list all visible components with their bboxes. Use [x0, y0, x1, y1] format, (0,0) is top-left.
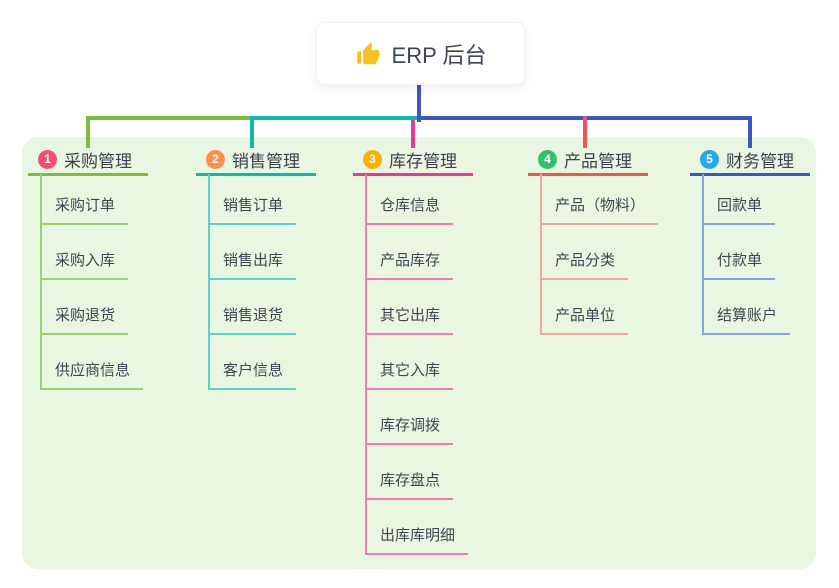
branch-title-node[interactable]: 1 采购管理 — [28, 145, 148, 176]
branch-title-node[interactable]: 2 销售管理 — [196, 145, 316, 176]
branch-label: 产品管理 — [564, 151, 632, 171]
mindmap-node[interactable]: 产品库存 — [365, 225, 454, 280]
branch-1: 1 采购管理采购订单采购入库采购退货供应商信息 — [28, 145, 148, 390]
thumbs-up-icon — [355, 40, 382, 67]
branch-label: 采购管理 — [64, 151, 132, 171]
connector-drop-inventory — [411, 120, 415, 148]
branch-items: 销售订单销售出库销售退货客户信息 — [208, 170, 297, 390]
connector-drop-sales — [250, 116, 254, 148]
branch-label: 库存管理 — [389, 151, 457, 171]
branch-items-line — [702, 174, 704, 335]
mindmap-node[interactable]: 其它出库 — [365, 280, 454, 335]
branches-panel — [22, 137, 816, 569]
mindmap-node[interactable]: 采购退货 — [40, 280, 129, 335]
branch-label: 财务管理 — [726, 151, 794, 171]
mindmap-node[interactable]: 其它入库 — [365, 335, 454, 390]
mindmap-node[interactable]: 产品单位 — [540, 280, 629, 335]
branch-number-badge: 5 — [700, 149, 719, 169]
mindmap-node[interactable]: 出库库明细 — [365, 500, 469, 555]
branch-5: 5 财务管理回款单付款单结算账户 — [690, 145, 810, 335]
branch-items-line — [540, 174, 542, 335]
mindmap-node[interactable]: 产品分类 — [540, 225, 629, 280]
branch-items: 采购订单采购入库采购退货供应商信息 — [40, 170, 144, 390]
branch-title-node[interactable]: 3 库存管理 — [353, 145, 473, 176]
mindmap-node[interactable]: 销售订单 — [208, 170, 297, 225]
connector-drop-product — [583, 116, 587, 148]
root-label: ERP 后台 — [391, 42, 487, 68]
mindmap-node[interactable]: 回款单 — [702, 170, 776, 225]
branch-items: 产品（物料）产品分类产品单位 — [540, 170, 659, 335]
branch-4: 4 产品管理产品（物料）产品分类产品单位 — [528, 145, 659, 335]
mindmap-node[interactable]: 供应商信息 — [40, 335, 144, 390]
branch-title-node[interactable]: 5 财务管理 — [690, 145, 810, 176]
mindmap-node[interactable]: 仓库信息 — [365, 170, 454, 225]
branch-number-badge: 3 — [363, 149, 382, 169]
branch-items-line — [40, 174, 42, 390]
branch-label: 销售管理 — [232, 151, 300, 171]
mindmap-node[interactable]: 销售出库 — [208, 225, 297, 280]
branch-2: 2 销售管理销售订单销售出库销售退货客户信息 — [196, 145, 316, 390]
connector-bus-mid — [250, 116, 421, 120]
mindmap-node[interactable]: 结算账户 — [702, 280, 791, 335]
branch-number-badge: 4 — [538, 149, 557, 169]
branch-items: 仓库信息产品库存其它出库其它入库库存调拨库存盘点出库库明细 — [365, 170, 469, 555]
mindmap-node[interactable]: 产品（物料） — [540, 170, 659, 225]
mindmap-node[interactable]: 采购订单 — [40, 170, 129, 225]
mindmap-node[interactable]: 付款单 — [702, 225, 776, 280]
branch-number-badge: 2 — [206, 149, 225, 169]
connector-root-stem — [417, 83, 421, 122]
branch-title-node[interactable]: 4 产品管理 — [528, 145, 648, 176]
mindmap-node[interactable]: 销售退货 — [208, 280, 297, 335]
root-node[interactable]: ERP 后台 — [316, 22, 525, 85]
branch-number-badge: 1 — [38, 149, 57, 169]
branch-items: 回款单付款单结算账户 — [702, 170, 791, 335]
branch-3: 3 库存管理仓库信息产品库存其它出库其它入库库存调拨库存盘点出库库明细 — [353, 145, 473, 555]
connector-drop-purchase — [86, 116, 90, 148]
mindmap-node[interactable]: 库存调拨 — [365, 390, 454, 445]
mindmap-node[interactable]: 客户信息 — [208, 335, 297, 390]
branch-items-line — [365, 174, 367, 555]
mindmap-node[interactable]: 库存盘点 — [365, 445, 454, 500]
mindmap-node[interactable]: 采购入库 — [40, 225, 129, 280]
connector-drop-finance — [748, 116, 752, 148]
branch-items-line — [208, 174, 210, 390]
